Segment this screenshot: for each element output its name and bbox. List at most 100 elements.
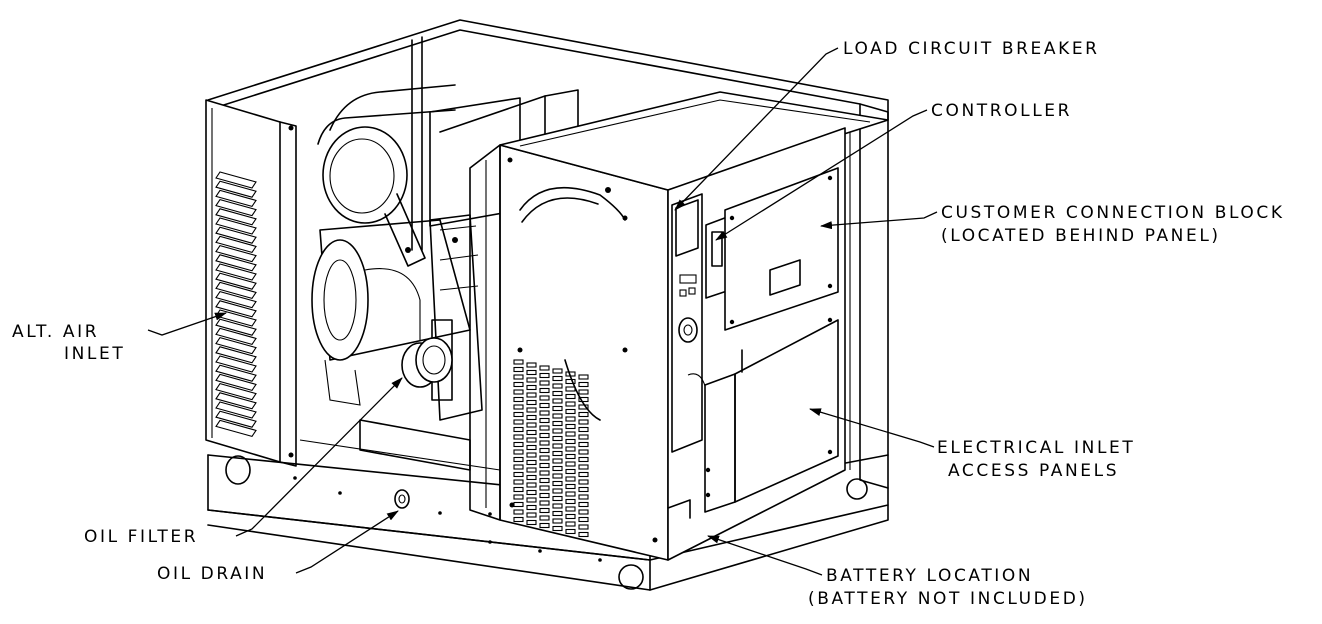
label-electrical-inlet-line1: ELECTRICAL INLET — [937, 438, 1135, 458]
louver-slot — [215, 336, 257, 355]
vent-slot — [578, 456, 589, 463]
vent-slot — [513, 396, 524, 403]
label-oil-drain: OIL DRAIN — [157, 564, 267, 584]
vent-slot — [539, 462, 550, 469]
vent-slot — [578, 464, 589, 470]
louver-slot — [215, 244, 257, 263]
vent-slot — [513, 471, 524, 478]
leader-customer-connection — [820, 211, 938, 230]
vent-slot — [539, 410, 550, 416]
vent-slot — [539, 402, 550, 409]
vent-slot — [565, 521, 576, 527]
vent-slot — [552, 510, 563, 517]
label-battery-location-line2: (BATTERY NOT INCLUDED) — [808, 589, 1088, 609]
louver-slot — [215, 373, 257, 392]
vent-slot — [552, 413, 563, 419]
vent-slot — [565, 408, 576, 415]
vent-slot — [565, 483, 576, 490]
vent-slot — [578, 434, 589, 440]
vent-slot — [539, 440, 550, 446]
vent-slot — [552, 480, 563, 487]
vent-slot — [578, 404, 589, 410]
vent-slot — [539, 432, 550, 439]
vent-slot — [578, 516, 589, 523]
louver-slot — [215, 419, 257, 438]
vent-slot — [578, 531, 589, 538]
vent-slot — [578, 449, 589, 455]
vent-slot — [539, 387, 550, 394]
vent-slot — [565, 491, 576, 497]
vent-slot — [565, 423, 576, 430]
vent-slot — [578, 471, 589, 478]
vent-slot — [552, 405, 563, 412]
louver-slot — [215, 281, 257, 300]
vent-slot — [565, 431, 576, 437]
vent-slot — [513, 456, 524, 463]
label-controller: CONTROLLER — [931, 101, 1072, 121]
louver-slot — [215, 309, 257, 327]
vent-slot — [539, 372, 550, 379]
vent-slot — [539, 380, 550, 386]
vent-slot — [539, 477, 550, 484]
label-alt-air-inlet-line1: ALT. AIR — [12, 322, 99, 342]
vent-slot — [552, 390, 563, 397]
vent-slot — [513, 374, 524, 380]
louver-slot — [215, 318, 257, 336]
vent-slot — [513, 404, 524, 410]
label-customer-connection-line2: (LOCATED BEHIND PANEL) — [941, 226, 1221, 246]
leader-oil-filter — [235, 377, 403, 537]
vent-slot — [526, 519, 537, 526]
louver-slot — [215, 290, 257, 309]
vent-slot — [565, 461, 576, 467]
vent-slot — [552, 488, 563, 494]
label-oil-filter: OIL FILTER — [84, 527, 198, 547]
vent-slot — [565, 528, 576, 535]
vent-slot — [552, 525, 563, 532]
vent-slot — [552, 503, 563, 509]
vent-slot — [552, 398, 563, 404]
vent-slot — [526, 437, 537, 443]
vent-slot — [513, 494, 524, 500]
vent-slot — [539, 485, 550, 491]
louver-slot — [215, 171, 257, 189]
vent-slot — [539, 470, 550, 476]
louver-slot — [215, 327, 257, 346]
louver-slot — [215, 198, 257, 217]
vent-slot — [526, 444, 537, 451]
base-frame — [207, 454, 889, 591]
vent-slot — [552, 368, 563, 374]
vent-slot — [552, 375, 563, 382]
vent-slot — [578, 396, 589, 403]
vent-slot — [526, 474, 537, 481]
vent-slot — [526, 422, 537, 428]
vent-slot — [552, 458, 563, 464]
louver-slot — [215, 392, 257, 410]
louver-slot — [215, 226, 257, 244]
vent-slot — [526, 459, 537, 466]
vent-slot — [513, 381, 524, 388]
vent-slot — [539, 515, 550, 521]
vent-slot — [526, 429, 537, 436]
vent-slot — [578, 381, 589, 388]
louver-slot — [215, 208, 257, 226]
vent-slot — [513, 464, 524, 470]
vent-slot — [513, 426, 524, 433]
vent-slot — [565, 476, 576, 482]
vent-slot — [539, 492, 550, 499]
vent-slot — [565, 401, 576, 407]
vent-slot — [526, 497, 537, 503]
vent-slot — [513, 389, 524, 395]
label-electrical-inlet-line2: ACCESS PANELS — [948, 461, 1119, 481]
vent-slot — [552, 428, 563, 434]
louver-slot — [215, 189, 257, 208]
vent-slot — [578, 426, 589, 433]
vent-slot — [578, 374, 589, 380]
vent-slot — [526, 399, 537, 406]
vent-slot — [578, 389, 589, 395]
vent-slot — [526, 377, 537, 383]
vent-slot — [552, 420, 563, 427]
louver-slot — [215, 401, 257, 419]
alt-air-inlet-panel — [205, 99, 297, 467]
vent-slot — [539, 455, 550, 461]
